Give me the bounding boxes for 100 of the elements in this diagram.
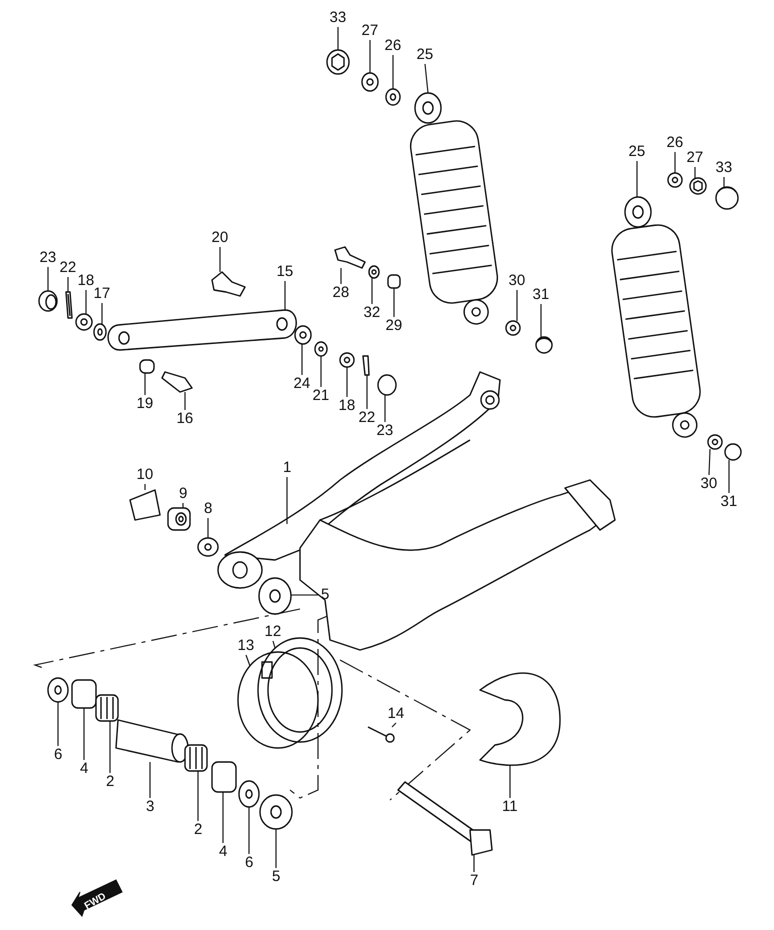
- callout-number: 27: [686, 150, 704, 166]
- callout-number: 7: [470, 873, 478, 889]
- leader-line: [473, 855, 475, 872]
- callout-number: 31: [532, 287, 550, 303]
- callout-number: 12: [264, 624, 282, 640]
- nut: [129, 489, 161, 521]
- leader-line: [424, 64, 429, 94]
- leader-line: [284, 281, 286, 310]
- leader-line: [291, 594, 319, 596]
- callout-number: 9: [179, 486, 188, 502]
- collar: [139, 359, 155, 374]
- nut: [167, 507, 191, 531]
- leader-line: [222, 792, 224, 843]
- callout-number: 29: [386, 318, 402, 334]
- bolt: [211, 271, 246, 297]
- swingarm: [217, 371, 616, 651]
- bushing: [259, 794, 293, 830]
- link-rod: [107, 309, 297, 351]
- callout-number: 15: [276, 264, 294, 280]
- leader-line: [301, 344, 303, 375]
- leader-line: [728, 460, 730, 493]
- leader-line: [337, 27, 339, 50]
- leader-line: [184, 392, 186, 410]
- callout-number: 26: [384, 38, 402, 54]
- hose-clamp: [237, 651, 319, 749]
- callout-number: 5: [272, 869, 280, 885]
- leader-line: [67, 277, 69, 292]
- callout-number: 17: [94, 286, 110, 302]
- callout-number: 26: [666, 135, 684, 151]
- leader-line: [144, 373, 146, 395]
- nut: [689, 177, 707, 195]
- collar: [387, 274, 401, 289]
- leader-line: [47, 267, 49, 291]
- leader-line: [245, 654, 251, 666]
- callout-number: 23: [40, 250, 56, 266]
- leader-line: [272, 640, 276, 648]
- leader-line: [320, 356, 322, 387]
- leader-line: [57, 702, 59, 746]
- needle-bearing: [184, 744, 208, 772]
- washer: [385, 88, 401, 106]
- leader-line: [392, 722, 396, 728]
- callout-number: 27: [362, 23, 378, 39]
- washer: [667, 172, 683, 188]
- callout-number: 13: [238, 638, 254, 654]
- callout-number: 1: [283, 460, 292, 476]
- callout-number: 8: [204, 501, 212, 517]
- leader-line: [708, 448, 711, 476]
- leader-line: [207, 518, 209, 538]
- leader-line: [366, 375, 368, 409]
- nut: [326, 49, 350, 75]
- callout-number: 20: [212, 230, 228, 246]
- leader-line: [101, 303, 103, 324]
- leader-line: [182, 503, 184, 508]
- cap-nut: [715, 186, 739, 210]
- spacer: [211, 761, 237, 793]
- leader-line: [149, 762, 151, 798]
- callout-number: 25: [416, 47, 434, 63]
- shock-absorber: [407, 92, 501, 325]
- direction-label: FWD: [82, 891, 108, 912]
- leader-line: [393, 288, 395, 317]
- leader-line: [392, 55, 394, 89]
- leader-line: [275, 829, 277, 868]
- leader-line: [723, 177, 725, 187]
- washer: [47, 677, 69, 703]
- washer: [238, 780, 260, 808]
- callout-number: 2: [106, 774, 114, 790]
- leader-line: [109, 721, 111, 773]
- leader-line: [509, 765, 511, 798]
- cap-nut: [38, 290, 58, 312]
- callout-number: 18: [338, 398, 356, 414]
- callout-number: 14: [388, 706, 404, 722]
- cap-nut: [535, 336, 553, 354]
- nut: [75, 313, 93, 331]
- callout-number: 21: [312, 388, 330, 404]
- callout-number: 2: [194, 822, 202, 838]
- callout-number: 18: [78, 273, 94, 289]
- washer: [505, 320, 521, 336]
- callout-number: 25: [628, 144, 646, 160]
- leader-line: [369, 40, 371, 73]
- shock-absorber: [608, 196, 704, 438]
- leader-line: [85, 290, 87, 314]
- callout-number: 32: [364, 305, 380, 321]
- callout-number: 6: [54, 747, 62, 763]
- callout-number: 11: [502, 799, 518, 815]
- callout-number: 33: [330, 10, 346, 26]
- washer: [294, 325, 312, 345]
- callout-number: 30: [700, 476, 718, 492]
- washer: [368, 265, 380, 279]
- screw: [368, 726, 395, 743]
- callout-number: 23: [376, 423, 394, 439]
- leader-line: [674, 152, 676, 173]
- cover: [479, 672, 561, 766]
- nut: [361, 72, 379, 92]
- bolt: [161, 371, 193, 393]
- callout-number: 4: [219, 844, 228, 860]
- leader-line: [346, 367, 348, 397]
- leader-line: [83, 708, 85, 760]
- spacer: [71, 679, 97, 709]
- callout-number: 10: [136, 467, 154, 483]
- cotter-pin: [65, 291, 73, 319]
